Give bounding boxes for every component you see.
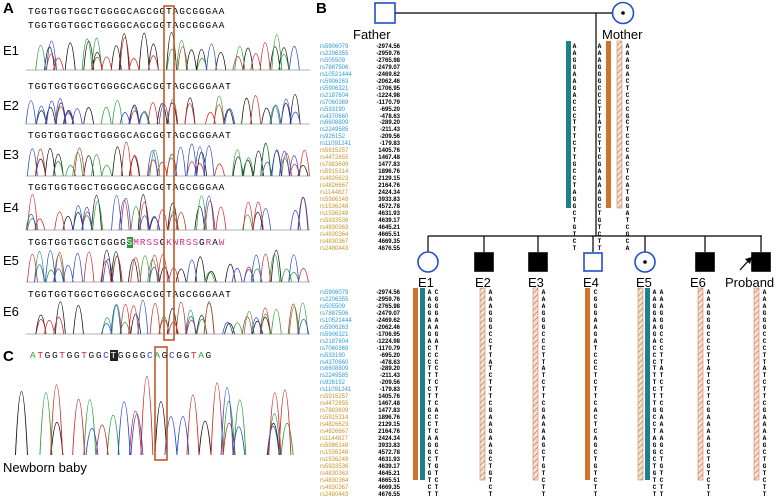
child-label-e2: E2 bbox=[475, 275, 491, 290]
father-label: Father bbox=[353, 27, 391, 42]
sequence-row-e3: TGGTGGTGGCTGGGGCAGCGGTAGCGGGAAT bbox=[28, 130, 232, 141]
trace-c-1 bbox=[39, 392, 294, 456]
hap-bar-e5-a bbox=[637, 287, 644, 481]
highlight-box-c bbox=[154, 346, 168, 461]
trace-c-2 bbox=[50, 376, 292, 456]
hap-bar-e2 bbox=[479, 287, 486, 481]
trace-c-3 bbox=[85, 387, 280, 456]
hap-bar-e4 bbox=[585, 288, 590, 480]
child-symbol-1 bbox=[474, 252, 494, 272]
trace-1-2 bbox=[55, 95, 262, 125]
row-label-e2: E2 bbox=[3, 98, 19, 113]
trace-0-3 bbox=[46, 40, 300, 71]
trace-3-3 bbox=[25, 195, 309, 231]
panel-letter-c: C bbox=[3, 348, 14, 365]
trace-2-3 bbox=[26, 143, 300, 177]
child-carrier-dot-4 bbox=[643, 260, 647, 264]
hap-bar-e5-b bbox=[645, 288, 650, 480]
child-label-e6: E6 bbox=[690, 275, 706, 290]
alleles-mother-a: A A A G G G C C C T T A T C T T C G A A … bbox=[597, 43, 602, 252]
row-label-e3: E3 bbox=[3, 147, 19, 162]
father-symbol bbox=[374, 2, 396, 24]
newborn-caption: Newborn baby bbox=[3, 460, 87, 475]
alleles-e3: A A A G G G C C C T T A T C T T C G A A … bbox=[541, 289, 546, 498]
child-symbol-0 bbox=[417, 251, 439, 273]
trace-3-0 bbox=[62, 194, 264, 231]
chromatogram-traces bbox=[15, 5, 310, 461]
hap-bar-mother-a bbox=[606, 41, 611, 208]
child-symbol-3 bbox=[583, 252, 603, 272]
alleles-e1-b: C G G G A A G A T C C C T C T T C A C T … bbox=[434, 289, 439, 498]
newborn-sequence: ATGGTGGTGGCTGGGGCAGCGGTAG bbox=[30, 350, 213, 361]
pedigree-chart bbox=[374, 1, 771, 481]
child-label-proband: Proband bbox=[725, 275, 775, 290]
trace-c-0 bbox=[15, 391, 280, 456]
child-label-e4: E4 bbox=[583, 275, 599, 290]
sequence-row-e2: TGGTGGTGGCTGGGGCAGCGGTAGCGGGAAT bbox=[28, 81, 232, 92]
hap-bar-e6 bbox=[697, 287, 704, 481]
alleles-e1-a: A A G G A A G A C C C T T T C T T G C C … bbox=[427, 289, 432, 498]
mother-carrier-dot bbox=[621, 11, 625, 15]
sequence-row-e1: TGGTGGTGGCTGGGGCAGCGGTAGCGGGAA bbox=[28, 20, 226, 31]
alleles-proband: A A A G G G C C C T T A T C T T C G A A … bbox=[762, 289, 767, 498]
row-label-e1: E1 bbox=[3, 43, 19, 58]
sequence-row-e4: TGGTGGTGGCTGGGGCAGCGGTAGCGGGAA bbox=[28, 182, 226, 193]
trace-2-2 bbox=[35, 141, 310, 177]
trace-5-3 bbox=[101, 299, 309, 335]
panel-letter-b: B bbox=[316, 0, 327, 17]
hap-bar-proband bbox=[753, 287, 760, 481]
child-label-e3: E3 bbox=[528, 275, 544, 290]
sequence-row-e6: TGGTGGTGGCTGGGGCAGCGGTAGCGGGAAT bbox=[28, 289, 232, 300]
trace-2-0 bbox=[35, 142, 309, 177]
alleles-e6: A A A G G G C C C T T A T C T T C G A A … bbox=[706, 289, 711, 498]
trace-0-2 bbox=[45, 37, 271, 71]
alleles-e5-a: A A G G A A G A C C C T T T C T T G C C … bbox=[652, 289, 657, 498]
highlight-box-a bbox=[163, 5, 175, 341]
child-symbol-2 bbox=[528, 252, 548, 272]
row-label-e4: E4 bbox=[3, 200, 19, 215]
row-label-e5: E5 bbox=[3, 253, 19, 268]
child-label-e5: E5 bbox=[636, 275, 652, 290]
panel-letter-a: A bbox=[3, 0, 14, 17]
trace-4-3 bbox=[34, 250, 300, 283]
trace-0-1 bbox=[35, 34, 290, 71]
alleles-father: A A G G A A G A C C C T T T C T T G C C … bbox=[572, 43, 577, 252]
trace-3-2 bbox=[27, 194, 309, 231]
child-symbol-6 bbox=[751, 252, 771, 272]
snp-position-column: -2974.56-2959.76-2765.98-2479.07-2469.62… bbox=[376, 44, 400, 252]
mother-label: Mother bbox=[602, 27, 643, 42]
hap-bar-e3 bbox=[532, 287, 539, 481]
trace-0-0 bbox=[44, 32, 290, 71]
trace-5-0 bbox=[35, 301, 271, 335]
child-symbol-5 bbox=[695, 252, 715, 272]
hap-bar-mother-b bbox=[616, 40, 623, 209]
hap-bar-e1-b bbox=[420, 288, 425, 480]
alleles-e2: A A A G G G C C T T A T C T T T C G A A … bbox=[488, 289, 493, 498]
proband-arrowhead bbox=[745, 257, 752, 264]
alleles-e4: C G G G A A G A T C C C T C T T C A C T … bbox=[593, 289, 598, 498]
sequence-row-ref: TGGTGGTGGCTGGGGCAGCGGTAGCGGGAA bbox=[28, 6, 226, 17]
trace-5-1 bbox=[101, 302, 309, 335]
hap-bar-father bbox=[566, 41, 571, 208]
child-label-e1: E1 bbox=[418, 275, 434, 290]
alleles-e5-b: A A A G G G C C C T T A T C T T C G A A … bbox=[659, 289, 664, 498]
sequence-row-e5: TGGTGGTGGCTGGGGSMRSSGKWRSSGRAW bbox=[28, 237, 226, 248]
row-label-e6: E6 bbox=[3, 304, 19, 319]
alleles-mother-b: A A A G A C T C C C G C T C C C A C T C … bbox=[625, 43, 630, 252]
hap-bar-e1-a bbox=[413, 288, 418, 480]
snp-position-column: -2974.56-2959.76-2765.98-2479.07-2469.62… bbox=[376, 290, 400, 498]
